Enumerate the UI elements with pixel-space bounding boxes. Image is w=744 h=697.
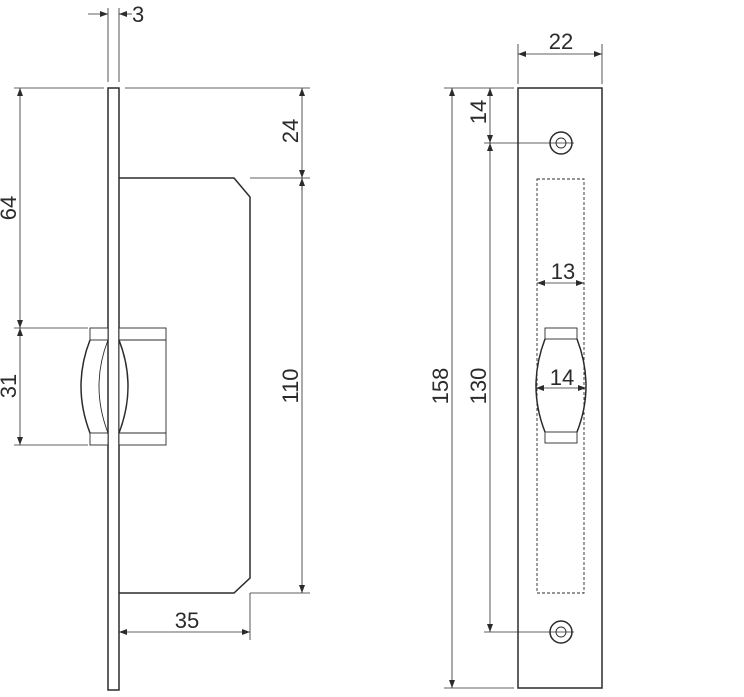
dim-latch-width: 14 xyxy=(536,365,586,391)
dim-hole-spacing: 130 xyxy=(466,143,574,633)
label-top-to-body: 24 xyxy=(278,119,303,143)
lock-body xyxy=(119,177,251,594)
dim-body-height: 110 xyxy=(250,178,310,594)
front-view: 22 14 158 130 xyxy=(428,29,603,689)
front-plate xyxy=(107,87,120,691)
dim-latch-height: 31 xyxy=(0,328,88,446)
latch-window xyxy=(536,178,585,594)
dim-plate-thickness: 3 xyxy=(88,2,144,82)
label-strike-width: 22 xyxy=(549,29,573,54)
label-top-to-latch: 64 xyxy=(0,196,21,220)
label-latch-height: 31 xyxy=(0,374,21,398)
label-latch-width: 14 xyxy=(550,365,574,390)
dim-top-to-latch: 64 xyxy=(0,87,104,329)
latch-bolt xyxy=(80,327,167,446)
label-plate-thickness: 3 xyxy=(132,2,144,27)
label-top-to-hole: 14 xyxy=(466,100,491,124)
label-hole-spacing: 130 xyxy=(466,368,491,405)
latch-front xyxy=(535,327,587,444)
side-view: 3 64 31 24 xyxy=(0,2,310,691)
label-window-width: 13 xyxy=(551,259,575,284)
label-body-depth: 35 xyxy=(175,608,199,633)
label-body-height: 110 xyxy=(278,368,303,403)
dim-plate-height: 158 xyxy=(428,88,514,689)
dim-strike-width: 22 xyxy=(517,29,603,84)
dim-top-to-hole: 14 xyxy=(444,87,574,150)
dim-window-width: 13 xyxy=(537,259,584,286)
label-plate-height: 158 xyxy=(428,368,453,405)
dim-body-depth: 35 xyxy=(119,593,251,640)
dim-top-to-body: 24 xyxy=(125,87,310,190)
